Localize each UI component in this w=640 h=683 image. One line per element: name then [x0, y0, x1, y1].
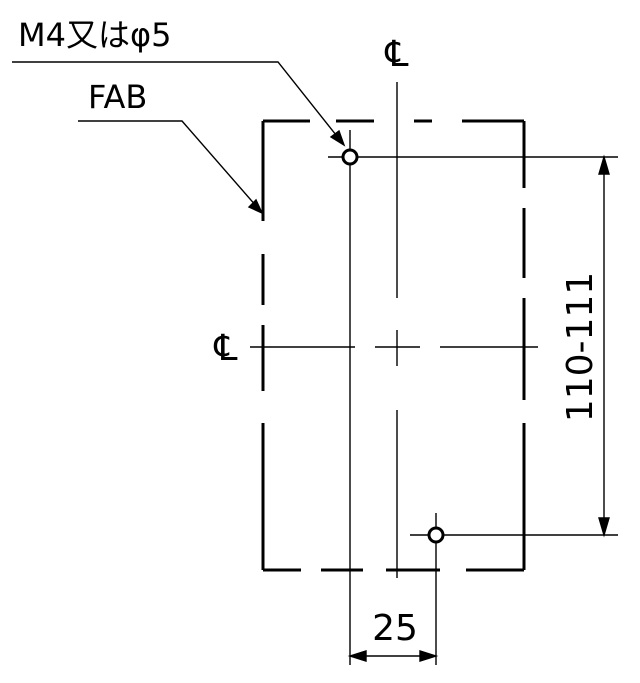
- vertical-centerline-symbol: ℄: [384, 34, 408, 75]
- top-mounting-hole: [341, 148, 359, 166]
- fab-leader: [78, 120, 264, 215]
- hole-spec-leader: [12, 61, 346, 147]
- fab-outline: [261, 119, 526, 572]
- hole-spec-label: M4又はφ5: [18, 16, 171, 54]
- horizontal-dimension-line: [347, 650, 439, 662]
- fab-label: FAB: [88, 78, 147, 116]
- vertical-dimension-text: 110-111: [560, 272, 601, 422]
- horizontal-centerline-symbol: ℄: [213, 328, 237, 369]
- bottom-mounting-hole: [427, 526, 445, 544]
- horizontal-dimension-text: 25: [372, 608, 418, 649]
- center-lines: [250, 82, 538, 578]
- vertical-dimension-line: [598, 154, 610, 538]
